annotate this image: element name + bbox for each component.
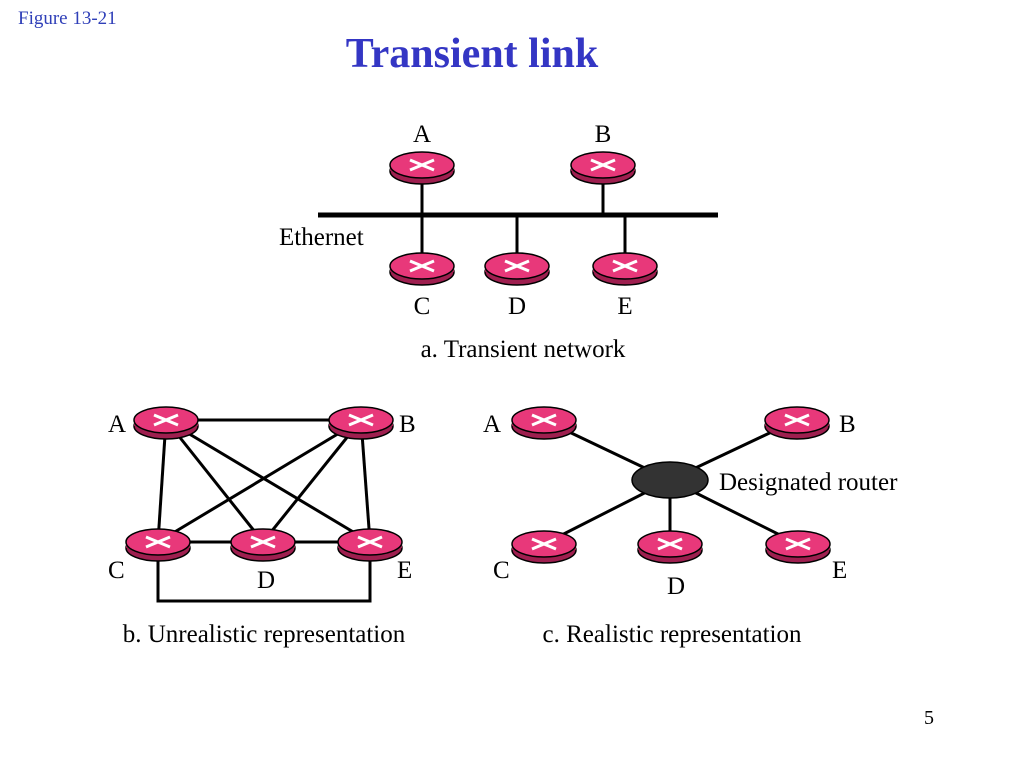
ethernet-label: Ethernet	[279, 224, 364, 251]
slide-title: Transient link	[345, 31, 599, 77]
router-icon	[336, 527, 404, 563]
link-a-d	[164, 419, 265, 543]
router-icon	[636, 529, 704, 565]
figure-label: Figure 13-21	[18, 8, 117, 29]
node-label-b: B	[839, 411, 856, 438]
link-b-e	[359, 419, 372, 543]
caption-b: b. Unrealistic representation	[123, 621, 406, 648]
node-label-c: C	[414, 293, 431, 320]
router-icon	[132, 405, 200, 441]
caption-c: c. Realistic representation	[543, 621, 802, 648]
node-label-e: E	[617, 293, 632, 320]
router-icon	[124, 527, 192, 563]
router-icon	[229, 527, 297, 563]
node-label-e: E	[832, 557, 847, 584]
designated-router-label: Designated router	[719, 469, 898, 496]
node-label-a: A	[483, 411, 501, 438]
caption-a: a. Transient network	[421, 336, 626, 363]
designated-router-icon	[631, 461, 709, 499]
link-c-e	[156, 542, 372, 603]
page-number: 5	[924, 707, 934, 729]
link-a-c	[156, 419, 168, 543]
link-a-e	[165, 418, 371, 544]
router-icon	[591, 251, 659, 287]
node-label-c: C	[108, 557, 125, 584]
router-icon	[388, 150, 456, 186]
router-icon	[327, 405, 395, 441]
node-label-e: E	[397, 557, 412, 584]
part-b-unrealistic-representation: A B C D E b. Unrealistic representation	[108, 405, 416, 648]
node-label-d: D	[667, 573, 685, 600]
part-a-transient-network: A B C D E Ethernet a. Transient network	[279, 121, 718, 363]
node-label-b: B	[399, 411, 416, 438]
node-label-d: D	[508, 293, 526, 320]
router-icon	[483, 251, 551, 287]
node-label-c: C	[493, 557, 510, 584]
node-label-d: D	[257, 567, 275, 594]
router-icon	[763, 405, 831, 441]
router-icon	[510, 529, 578, 565]
router-icon	[510, 405, 578, 441]
router-icon	[764, 529, 832, 565]
link-b-d	[261, 419, 363, 543]
node-label-b: B	[595, 121, 612, 148]
node-label-a: A	[413, 121, 431, 148]
part-c-realistic-representation: A B C D E Designated router c. Realistic…	[483, 405, 898, 648]
router-icon	[569, 150, 637, 186]
router-icon	[388, 251, 456, 287]
node-label-a: A	[108, 411, 126, 438]
link-b-c	[157, 418, 362, 544]
